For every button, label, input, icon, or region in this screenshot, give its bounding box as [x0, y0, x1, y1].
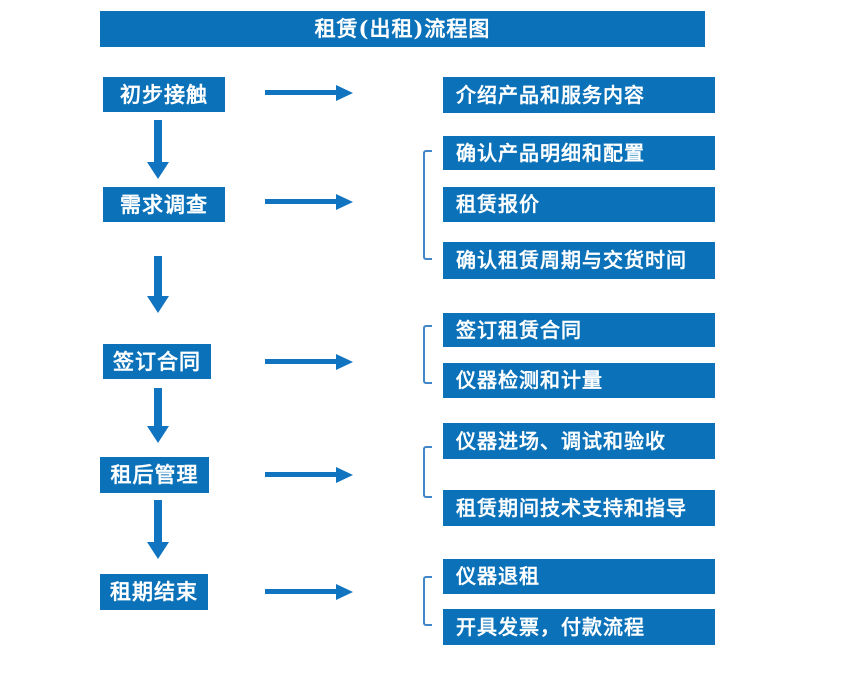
detail-box-instrument-inspection: 仪器检测和计量 — [443, 363, 715, 398]
stage-box-demand-survey: 需求调查 — [103, 187, 225, 222]
group-bracket-post-rental — [423, 446, 432, 498]
detail-box-rental-quotation: 租赁报价 — [443, 187, 715, 222]
arrow-down-icon — [154, 256, 162, 296]
arrow-right-icon — [265, 199, 336, 204]
detail-box-introduce-products: 介绍产品和服务内容 — [443, 77, 715, 113]
arrow-right-icon — [265, 359, 336, 364]
arrow-right-icon — [265, 589, 336, 594]
arrow-down-icon — [154, 388, 162, 426]
stage-box-sign-contract: 签订合同 — [103, 344, 211, 379]
group-bracket-sign-contract — [423, 325, 432, 384]
detail-box-sign-rental-contract: 签订租赁合同 — [443, 313, 715, 347]
stage-box-rental-end: 租期结束 — [100, 574, 208, 610]
detail-box-instrument-return: 仪器退租 — [443, 559, 715, 594]
stage-box-post-rental-management: 租后管理 — [100, 457, 209, 493]
group-bracket-demand-survey — [423, 150, 432, 260]
detail-box-confirm-period-delivery: 确认租赁周期与交货时间 — [443, 242, 715, 279]
detail-box-technical-support: 租赁期间技术支持和指导 — [443, 490, 715, 526]
diagram-title: 租赁(出租)流程图 — [100, 11, 705, 47]
arrow-down-icon — [154, 500, 162, 542]
detail-box-invoice-payment: 开具发票，付款流程 — [443, 609, 715, 645]
arrow-down-icon — [154, 120, 162, 162]
group-bracket-rental-end — [423, 576, 432, 626]
stage-box-initial-contact: 初步接触 — [103, 77, 225, 112]
detail-box-instrument-setup-acceptance: 仪器进场、调试和验收 — [443, 423, 715, 459]
arrow-right-icon — [265, 90, 336, 95]
arrow-right-icon — [265, 472, 336, 477]
detail-box-confirm-product-config: 确认产品明细和配置 — [443, 136, 715, 170]
